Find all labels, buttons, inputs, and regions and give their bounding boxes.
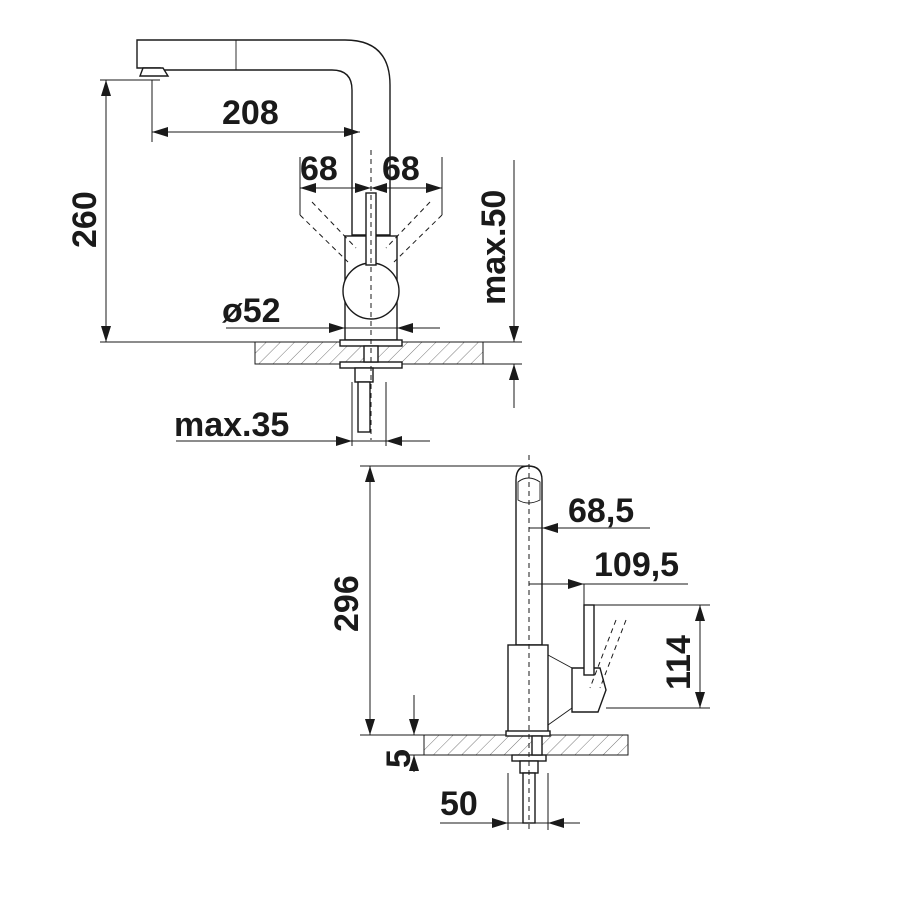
front-dim-diameter-52: ø52 xyxy=(222,292,281,330)
front-dim-68-right: 68 xyxy=(382,150,420,188)
side-base-ring xyxy=(505,730,551,737)
front-dim-max-50: max.50 xyxy=(475,190,513,305)
side-dim-68-5: 68,5 xyxy=(568,492,634,530)
front-spout xyxy=(136,39,391,236)
side-dim-296: 296 xyxy=(328,575,366,632)
side-dim-109-5: 109,5 xyxy=(594,546,679,584)
side-body xyxy=(507,644,549,736)
front-dim-68-left: 68 xyxy=(300,150,338,188)
front-dim-208: 208 xyxy=(222,94,279,132)
side-lever-base xyxy=(571,667,607,713)
front-view: 208 68 68 260 max.50 ø52 max.35 xyxy=(66,39,522,446)
front-lever-stem xyxy=(365,192,377,266)
side-dim-50: 50 xyxy=(440,785,478,823)
front-dim-260: 260 xyxy=(66,191,104,248)
side-dim-5: 5 xyxy=(380,749,418,768)
front-connector xyxy=(357,381,371,433)
side-dim-114: 114 xyxy=(660,635,698,690)
side-countertop xyxy=(423,734,629,756)
front-aerator xyxy=(138,67,170,77)
side-lever-stem xyxy=(583,604,595,676)
front-dim-max-35: max.35 xyxy=(174,406,289,444)
side-view: 296 68,5 109,5 114 5 50 xyxy=(328,455,710,830)
